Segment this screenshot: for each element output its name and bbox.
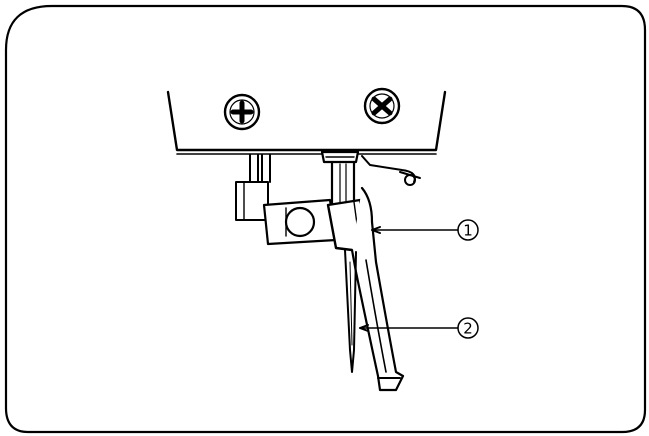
callout-2: 2 (457, 317, 479, 339)
screw-icon (223, 93, 261, 131)
needle (344, 249, 357, 373)
screw-icon (363, 87, 401, 125)
callout-2-number: 2 (463, 320, 473, 338)
callout-1-number: 1 (463, 222, 473, 240)
presser-plate (166, 90, 447, 155)
hook-arm (350, 186, 405, 392)
presser-bar-assembly (235, 154, 338, 246)
needle-bar (320, 150, 360, 208)
thread-guide (361, 155, 421, 186)
diagram-frame (4, 4, 647, 434)
callout-1: 1 (457, 219, 479, 241)
